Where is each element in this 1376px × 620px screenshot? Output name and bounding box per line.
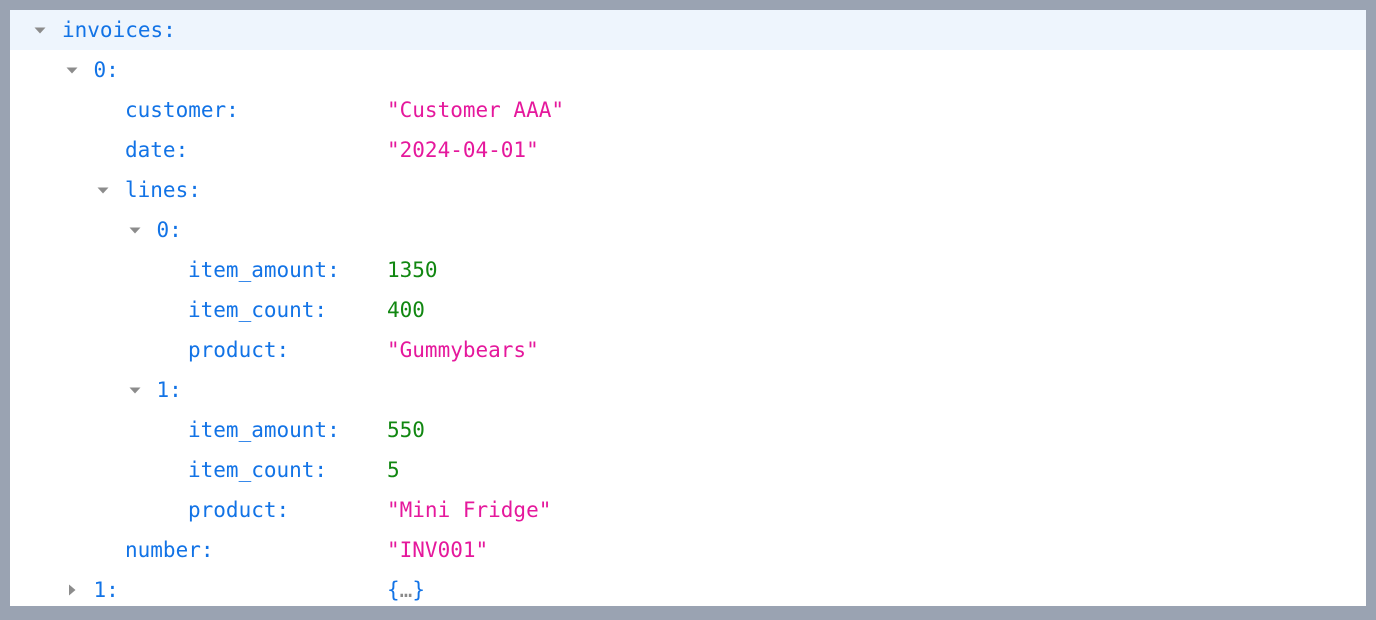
tree-row-lines[interactable]: lines: (10, 170, 1366, 210)
tree-node-value: {…} (387, 578, 425, 602)
tree-row-lines-1[interactable]: 1: (10, 370, 1366, 410)
tree-node-value: "2024-04-01" (387, 138, 539, 162)
tree-node-key: item_amount: (188, 258, 340, 282)
tree-row-product[interactable]: product: "Mini Fridge" (10, 490, 1366, 530)
triangle-down-icon[interactable] (127, 222, 143, 238)
tree-row-product[interactable]: product: "Gummybears" (10, 330, 1366, 370)
triangle-down-icon[interactable] (95, 182, 111, 198)
json-tree-inspector[interactable]: invoices:0:customer:"Customer AAA"date:"… (10, 10, 1366, 606)
tree-node-value: "Mini Fridge" (387, 498, 552, 522)
triangle-down-icon[interactable] (32, 22, 48, 38)
tree-row-item-count[interactable]: item_count: 5 (10, 450, 1366, 490)
tree-row-invoices[interactable]: invoices: (10, 10, 1366, 50)
tree-node-key: product: (188, 498, 290, 522)
tree-node-key: invoices: (62, 18, 176, 42)
triangle-right-icon[interactable] (64, 582, 80, 598)
tree-node-value: "Gummybears" (387, 338, 539, 362)
tree-node-key: customer: (125, 98, 239, 122)
tree-row-invoices-0[interactable]: 0: (10, 50, 1366, 90)
tree-row-item-amount[interactable]: item_amount: 1350 (10, 250, 1366, 290)
tree-node-key: 1: (156, 378, 182, 402)
tree-node-value: 5 (387, 458, 400, 482)
tree-row-customer[interactable]: customer: "Customer AAA" (10, 90, 1366, 130)
tree-node-key: 1: (93, 578, 119, 602)
tree-row-item-count[interactable]: item_count: 400 (10, 290, 1366, 330)
tree-row-date[interactable]: date: "2024-04-01" (10, 130, 1366, 170)
tree-row-lines-0[interactable]: 0: (10, 210, 1366, 250)
tree-node-key: lines: (125, 178, 201, 202)
triangle-down-icon[interactable] (127, 382, 143, 398)
tree-row-number[interactable]: number: "INV001" (10, 530, 1366, 570)
tree-node-key: number: (125, 538, 214, 562)
tree-node-key: product: (188, 338, 290, 362)
ellipsis-icon: … (399, 578, 413, 602)
triangle-down-icon[interactable] (64, 62, 80, 78)
tree-row-invoices-1[interactable]: 1: {…} (10, 570, 1366, 606)
tree-node-value: 550 (387, 418, 425, 442)
tree-node-value: 1350 (387, 258, 438, 282)
tree-node-value: "Customer AAA" (387, 98, 565, 122)
tree-node-key: item_count: (188, 298, 328, 322)
tree-node-key: 0: (93, 58, 119, 82)
tree-node-key: 0: (156, 218, 182, 242)
tree-node-value: 400 (387, 298, 425, 322)
tree-row-item-amount[interactable]: item_amount: 550 (10, 410, 1366, 450)
tree-node-key: item_amount: (188, 418, 340, 442)
tree-node-key: date: (125, 138, 189, 162)
tree-node-value: "INV001" (387, 538, 489, 562)
tree-node-key: item_count: (188, 458, 328, 482)
